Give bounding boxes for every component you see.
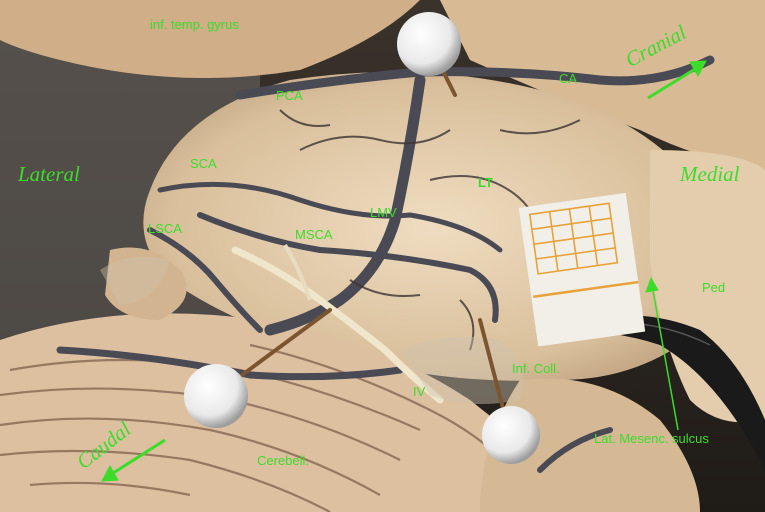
label-lat-mesenc-sulcus: Lat. Mesenc. sulcus xyxy=(594,431,709,446)
label-inf-coll: Inf. Coll. xyxy=(512,361,560,376)
label-inf-temp-gyrus: inf. temp. gyrus xyxy=(150,17,239,32)
label-ped: Ped xyxy=(702,280,726,295)
label-pca: PCA xyxy=(276,88,303,103)
pin-head-bottom xyxy=(482,406,540,464)
label-lt: LT xyxy=(478,175,493,190)
label-ca: CA xyxy=(559,71,578,86)
label-cerebell: Cerebell. xyxy=(257,453,310,468)
label-lateral: Lateral xyxy=(18,162,80,186)
label-msca: MSCA xyxy=(295,227,333,242)
label-lsca: LSCA xyxy=(148,221,182,236)
label-lmv: LMV xyxy=(370,205,397,220)
pin-head-top xyxy=(397,12,461,76)
label-iv: IV xyxy=(413,384,426,399)
pin-head-left xyxy=(184,364,248,428)
label-medial: Medial xyxy=(680,162,740,186)
label-sca: SCA xyxy=(190,156,217,171)
